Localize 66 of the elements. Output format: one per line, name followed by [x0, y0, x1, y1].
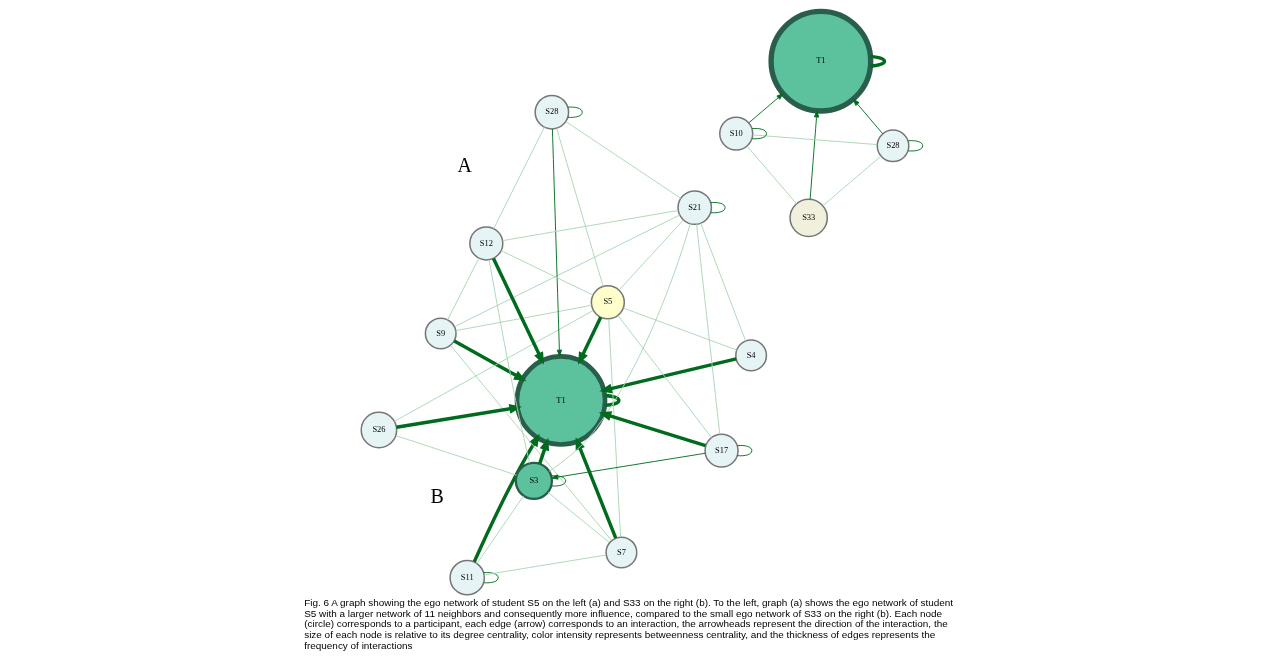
node-circle: S28: [534, 94, 570, 130]
connector: [493, 126, 545, 229]
connector: [556, 127, 604, 287]
connector: [617, 315, 712, 438]
connector: [547, 491, 610, 543]
node-circle: S5: [590, 285, 626, 320]
connector: [623, 307, 738, 351]
connector: [483, 572, 499, 584]
connector: [483, 554, 607, 576]
connector: [447, 257, 480, 321]
node-circle: S21: [677, 190, 713, 226]
label: A: [457, 153, 472, 176]
arrow: [472, 433, 540, 563]
connector: [696, 223, 721, 435]
node-circle: S33: [789, 198, 829, 238]
connector: [450, 345, 612, 541]
connector: [604, 393, 621, 408]
arrow: [578, 316, 603, 365]
connector: [395, 435, 517, 476]
arrow: [575, 437, 618, 539]
connector: [394, 310, 594, 422]
caption: Fig. 6 A graph showing the ego network of student S5 on the left (a) and S33 on the right (b). To the left, graph (a) shows the ego network of student S5 with a larger network of 11 neighbors and consequently more influence, compared to the small ego network of S33 on the right (b). Each node (circle) corresponds to a participant, each edge (arrow) corresponds to an interaction, the arrowheads represent the direction of the interaction, the size of each node is relative to its degree centrality, color intensity represents betweenness centrality, and the thickness of edges represents the frequency of interactions: [304, 596, 954, 651]
connector: [822, 155, 882, 207]
connector: [870, 54, 887, 68]
node-circle: S28: [876, 129, 910, 163]
connector: [907, 140, 924, 152]
connector: [751, 128, 767, 140]
arrow: [598, 411, 707, 448]
connector: [454, 214, 681, 327]
node-circle: S3: [514, 461, 554, 501]
connector: [455, 304, 593, 332]
node-circle: S9: [424, 317, 457, 350]
arrow: [599, 357, 737, 394]
node-circle: T1: [768, 8, 874, 114]
connector: [565, 121, 682, 199]
node-circle: S10: [719, 116, 754, 151]
connector: [752, 134, 878, 146]
arrow: [538, 437, 550, 465]
node-circle: S12: [469, 226, 504, 261]
connector: [548, 223, 691, 472]
node-circle: S7: [605, 536, 638, 569]
connector: [618, 219, 684, 291]
label: B: [430, 484, 444, 507]
connector: [746, 145, 797, 205]
connector: [710, 202, 726, 214]
connector: [700, 222, 747, 342]
arrow: [551, 128, 562, 357]
connector: [737, 445, 753, 457]
connector: [500, 250, 594, 296]
arrow: [491, 257, 544, 365]
node-circle: S11: [449, 559, 486, 596]
connector: [502, 210, 679, 242]
node-circle: S26: [360, 411, 398, 449]
connector: [550, 475, 567, 487]
arrow: [453, 339, 527, 382]
node-circle: S17: [704, 433, 739, 468]
arrow: [748, 93, 784, 124]
arrow: [852, 98, 884, 135]
arrow: [809, 110, 820, 200]
connector: [488, 259, 531, 464]
connector: [476, 495, 525, 564]
connector: [567, 106, 583, 118]
connector: [608, 318, 622, 538]
node-circle: S4: [735, 339, 768, 372]
arrow: [396, 403, 522, 429]
arrow: [551, 452, 706, 480]
